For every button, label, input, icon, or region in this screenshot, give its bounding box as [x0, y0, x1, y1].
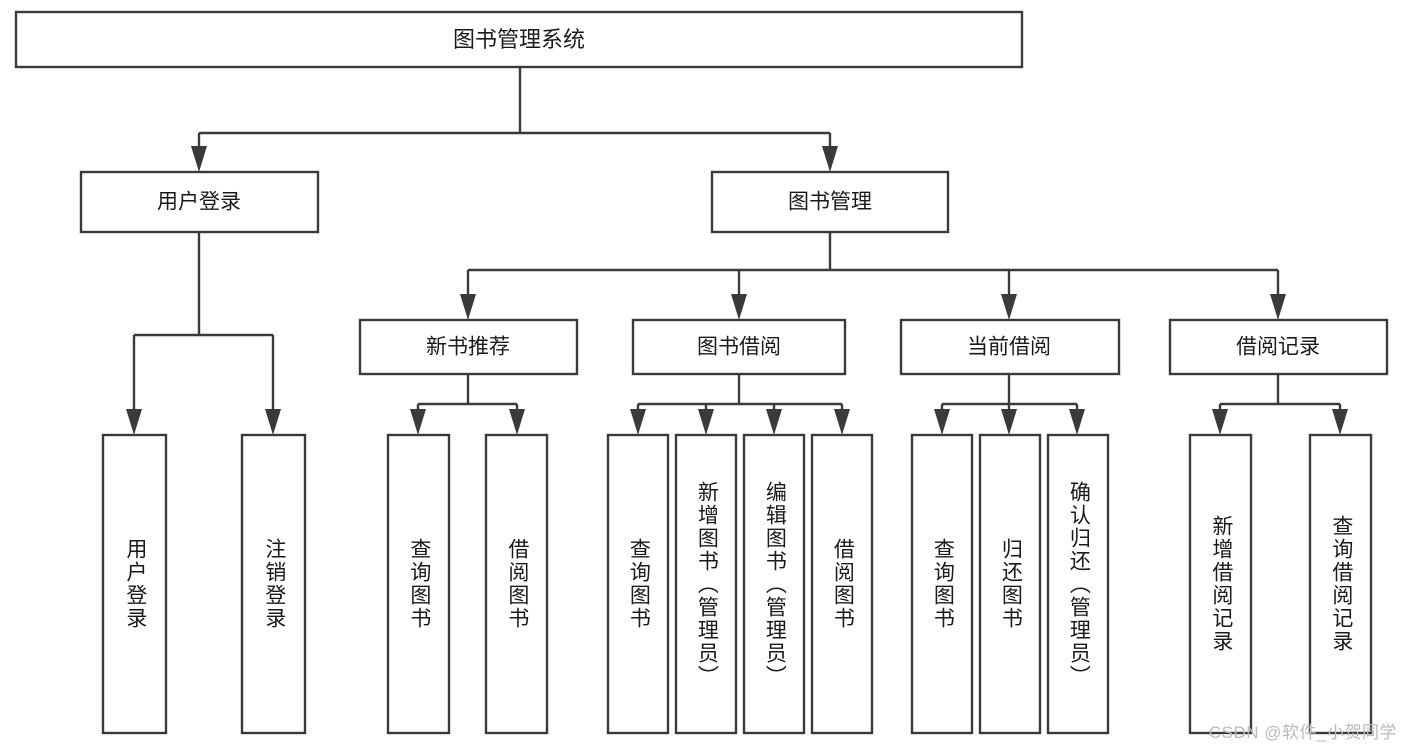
leaf-box-record-1[interactable] — [1188, 433, 1253, 735]
arrow-head-current-leaf-2 — [1001, 409, 1017, 435]
node-borrow-record-label: 借阅记录 — [1236, 336, 1320, 359]
leaf-box-borrow-2[interactable] — [674, 433, 738, 735]
node-book-borrow-label: 图书借阅 — [697, 336, 781, 359]
arrow-head-newbook-leaf-1 — [410, 409, 426, 435]
node-root-label: 图书管理系统 — [453, 27, 585, 52]
node-book-management-box[interactable] — [710, 170, 950, 234]
node-current-borrow-label: 当前借阅 — [967, 336, 1051, 359]
node-new-book-recommend-box[interactable] — [358, 318, 579, 376]
arrow-head-leaf-user-login-1 — [126, 409, 142, 435]
leaf-box-newbook-2[interactable] — [484, 433, 549, 735]
leaf-box-current-2[interactable] — [978, 433, 1042, 735]
node-book-borrow-box[interactable] — [631, 318, 847, 376]
arrow-head-current-leaf-3 — [1069, 409, 1085, 435]
connectors — [126, 67, 1348, 435]
leaf-box-current-3[interactable] — [1046, 433, 1110, 735]
arrow-head-level3-1 — [460, 294, 476, 320]
arrow-head-level3-3 — [1001, 294, 1017, 320]
arrow-head-record-leaf-1 — [1212, 409, 1228, 435]
leaf-box-current-1[interactable] — [910, 433, 974, 735]
leaf-box-borrow-1[interactable] — [606, 433, 670, 735]
arrow-head-borrow-leaf-3 — [766, 409, 782, 435]
watermark-text: CSDN @软件_小贺同学 — [1208, 723, 1397, 742]
arrow-head-current-leaf-1 — [934, 409, 950, 435]
arrow-head-borrow-leaf-2 — [698, 409, 714, 435]
arrow-head-borrow-leaf-1 — [630, 409, 646, 435]
leaf-box-record-2[interactable] — [1308, 433, 1373, 735]
arrow-head-level3-4 — [1270, 294, 1286, 320]
arrow-head-leaf-user-login-2 — [265, 409, 281, 435]
node-current-borrow-box[interactable] — [899, 318, 1121, 376]
node-new-book-recommend-label: 新书推荐 — [426, 336, 510, 359]
node-user-login-label: 用户登录 — [157, 191, 241, 214]
node-user-login-box[interactable] — [79, 170, 320, 234]
node-root-box[interactable] — [14, 10, 1024, 69]
arrow-head-book-mgmt — [822, 146, 838, 172]
node-book-management-label: 图书管理 — [788, 191, 872, 214]
arrow-head-user-login — [191, 146, 207, 172]
leaf-box-borrow-4[interactable] — [810, 433, 874, 735]
node-borrow-record-box[interactable] — [1168, 318, 1389, 376]
arrow-head-newbook-leaf-2 — [509, 409, 525, 435]
arrow-head-level3-2 — [731, 294, 747, 320]
nodes: 图书管理系统 用户登录 图书管理 新书推荐 图书借阅 当前借阅 借阅记录 — [14, 10, 1389, 735]
leaf-box-user-login-2[interactable] — [240, 433, 307, 735]
leaf-box-newbook-1[interactable] — [386, 433, 451, 735]
leaf-box-user-login-1[interactable] — [101, 433, 168, 735]
leaf-box-borrow-3[interactable] — [742, 433, 806, 735]
arrow-head-borrow-leaf-4 — [834, 409, 850, 435]
arrow-head-record-leaf-2 — [1332, 409, 1348, 435]
